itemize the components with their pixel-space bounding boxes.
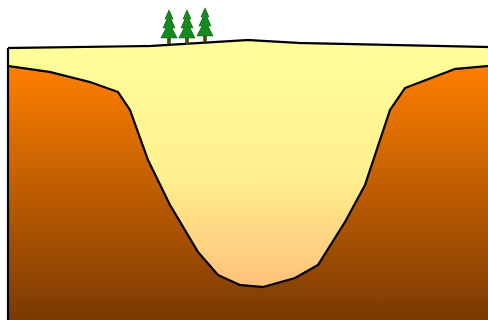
conifer-tree-icon bbox=[179, 10, 195, 44]
conifer-tree-icon bbox=[197, 8, 213, 42]
tree-group bbox=[161, 8, 213, 44]
conifer-tree-icon bbox=[161, 10, 177, 44]
